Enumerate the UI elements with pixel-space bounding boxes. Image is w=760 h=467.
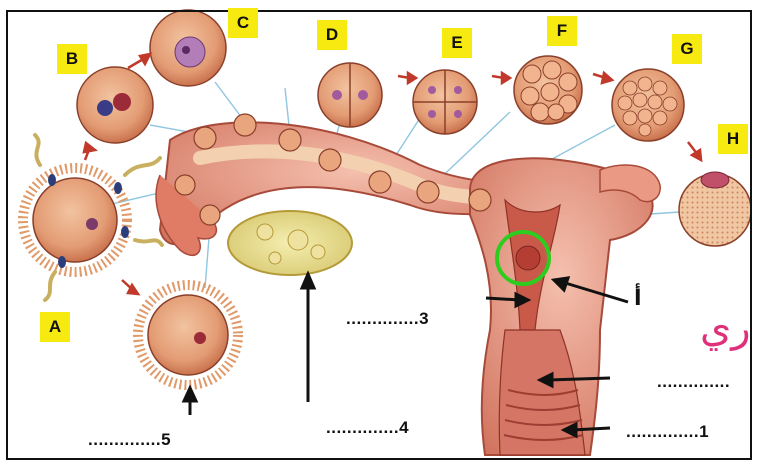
blank-4: ..............4 [326,418,409,438]
label-b: B [57,44,87,74]
label-e: E [442,28,472,58]
blank-right: .............. [657,372,730,392]
label-d: D [317,20,347,50]
blank-5: ..............5 [88,430,171,450]
blank-1: ..............1 [626,422,709,442]
label-f: F [547,16,577,46]
label-c: C [228,8,258,38]
watermark-text: ري [700,305,751,351]
blank-3: ..............3 [346,309,429,329]
label-h: H [718,124,748,154]
label-g: G [672,34,702,64]
label-a: A [40,312,70,342]
label-alef: أ [634,286,642,311]
diagram-frame [6,10,752,460]
